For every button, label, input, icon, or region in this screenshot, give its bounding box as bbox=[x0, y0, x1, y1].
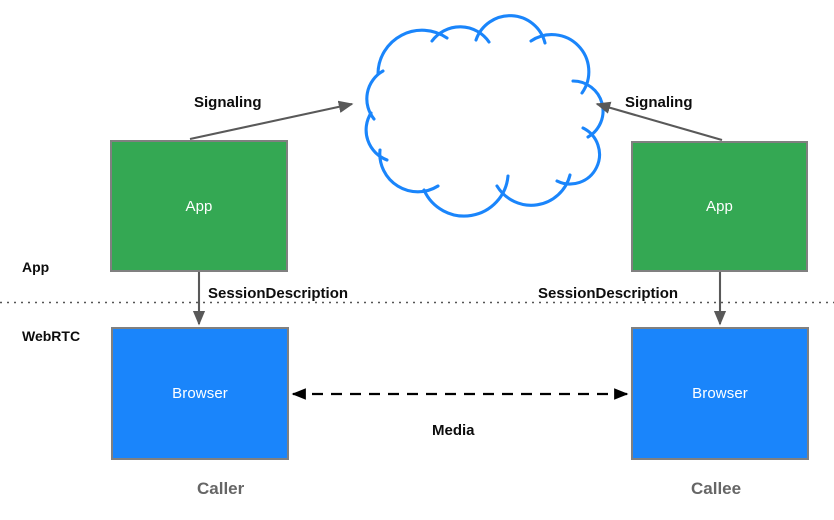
signaling-right-arrow bbox=[595, 101, 723, 142]
edge-label-media: Media bbox=[432, 422, 475, 439]
node-app-callee[interactable]: App bbox=[631, 141, 808, 272]
node-browser-caller[interactable]: Browser bbox=[111, 327, 289, 460]
edge-label-session-description-left: SessionDescription bbox=[208, 285, 349, 302]
signaling-left-arrow bbox=[189, 100, 354, 141]
node-browser-callee[interactable]: Browser bbox=[631, 327, 809, 460]
edge-label-session-description-right: SessionDescription bbox=[538, 285, 679, 302]
node-app-caller[interactable]: App bbox=[110, 140, 288, 272]
role-label-caller: Caller bbox=[197, 479, 245, 498]
layer-label-webrtc: WebRTC bbox=[22, 328, 81, 344]
node-browser-callee-label: Browser bbox=[692, 385, 748, 402]
edge-label-signaling-right: Signaling bbox=[625, 94, 693, 111]
edge-label-signaling-left: Signaling bbox=[194, 94, 262, 111]
node-browser-caller-label: Browser bbox=[172, 385, 228, 402]
layer-label-app: App bbox=[22, 259, 50, 275]
role-label-callee: Callee bbox=[691, 479, 742, 498]
signaling-cloud-icon bbox=[364, 14, 605, 218]
node-app-callee-label: App bbox=[706, 198, 733, 215]
node-app-caller-label: App bbox=[185, 197, 213, 215]
